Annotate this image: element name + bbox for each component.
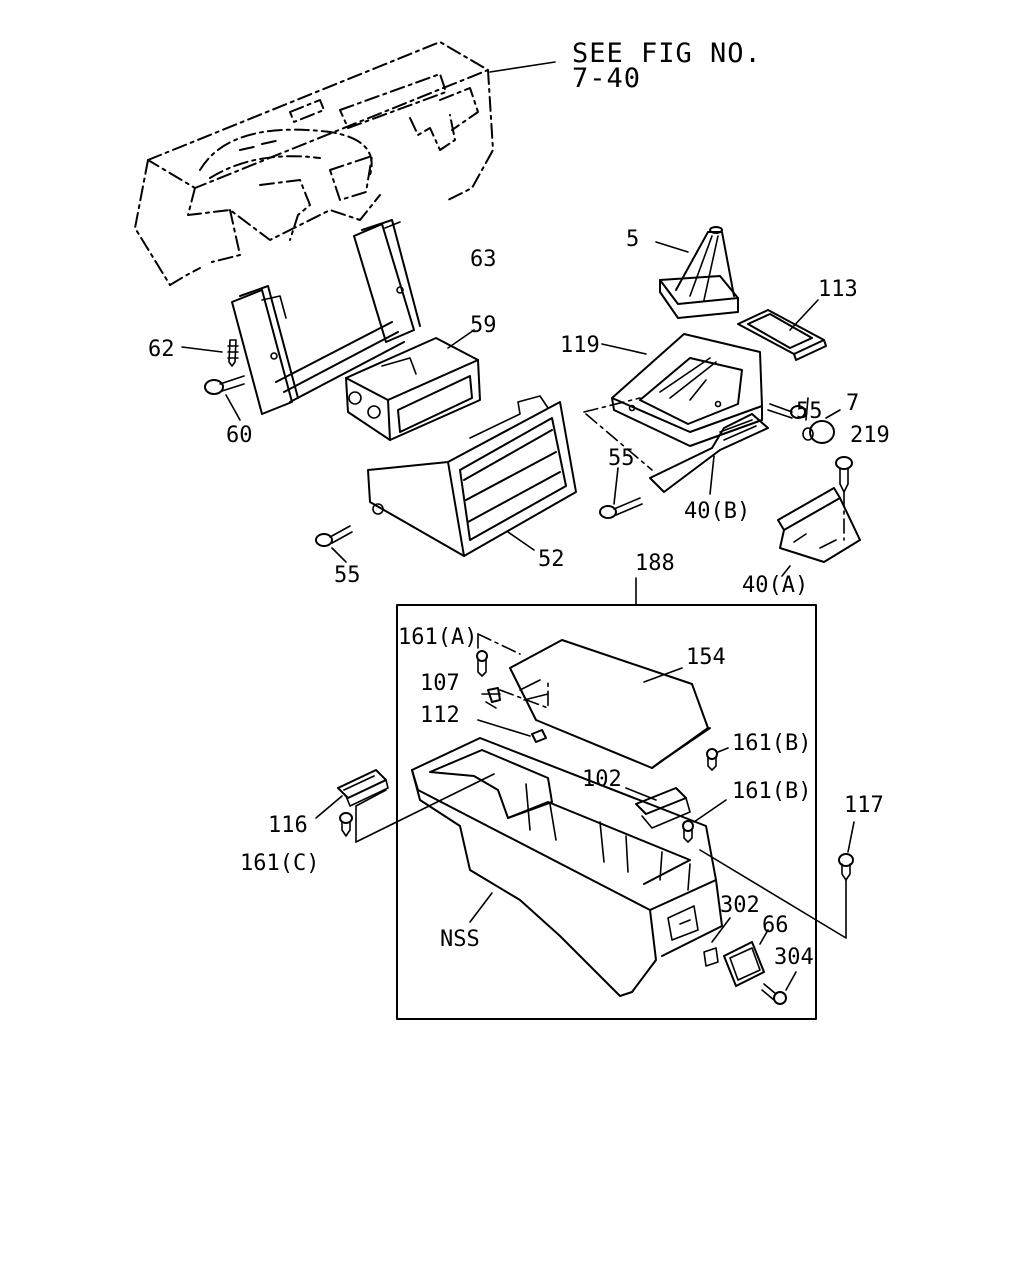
reference-line-2: 7-40 [572, 63, 641, 94]
label-154: 154 [686, 645, 726, 670]
console-assembly-box [396, 604, 817, 1020]
screw-62 [181, 339, 239, 367]
instrument-panel-drawing [134, 41, 556, 286]
screw-304 [761, 971, 797, 1005]
bracket-116 [315, 769, 389, 819]
screw-161a [476, 650, 488, 677]
plate-102 [625, 787, 691, 829]
label-302: 302 [720, 893, 760, 918]
console-panel-52 [367, 395, 577, 557]
label-52: 52 [538, 547, 565, 572]
label-161a: 161(A) [398, 625, 477, 650]
screw-161c [339, 773, 495, 843]
label-40a: 40(A) [742, 573, 808, 598]
label-219: 219 [850, 423, 890, 448]
label-161b-upper: 161(B) [732, 731, 811, 756]
label-107: 107 [420, 671, 460, 696]
clip-107 [481, 687, 501, 709]
console-body [411, 737, 723, 997]
label-63: 63 [470, 247, 497, 272]
label-112: 112 [420, 703, 460, 728]
label-40b: 40(B) [684, 499, 750, 524]
label-116: 116 [268, 813, 308, 838]
label-60: 60 [226, 423, 253, 448]
label-5: 5 [626, 227, 639, 252]
screw-55-right [767, 397, 809, 421]
label-7: 7 [846, 391, 859, 416]
cap-7 [802, 409, 841, 444]
audio-bracket-63 [231, 219, 421, 415]
shift-panel-119 [601, 333, 763, 447]
label-55-left: 55 [334, 563, 361, 588]
reference-line-1: SEE FIG NO. [572, 38, 762, 69]
pocket-59 [345, 329, 481, 441]
screw-161b-lower [682, 799, 727, 843]
label-102: 102 [582, 767, 622, 792]
cover-66 [723, 929, 769, 987]
label-161b-lower: 161(B) [732, 779, 811, 804]
bracket-40b [583, 397, 769, 495]
screw-117 [699, 821, 855, 939]
screw-55-center [599, 467, 643, 519]
label-161c: 161(C) [240, 851, 319, 876]
label-66: 66 [762, 913, 789, 938]
clip-302 [703, 917, 731, 967]
screw-219 [835, 456, 853, 541]
screw-60 [204, 375, 245, 421]
label-188: 188 [635, 551, 675, 576]
nut-112 [477, 719, 547, 743]
screw-55-left [315, 525, 353, 563]
bracket-40a [777, 487, 861, 577]
label-59: 59 [470, 313, 497, 338]
label-55-center: 55 [608, 446, 635, 471]
cover-113 [737, 299, 827, 361]
label-117: 117 [844, 793, 884, 818]
label-304: 304 [774, 945, 814, 970]
label-55-right: 55 [796, 399, 823, 424]
shift-boot-5 [655, 226, 739, 319]
label-119: 119 [560, 333, 600, 358]
label-62: 62 [148, 337, 175, 362]
armrest-lid-154 [477, 633, 711, 769]
screw-161b-upper [706, 747, 729, 771]
label-nss: NSS [440, 927, 480, 952]
label-113: 113 [818, 277, 858, 302]
